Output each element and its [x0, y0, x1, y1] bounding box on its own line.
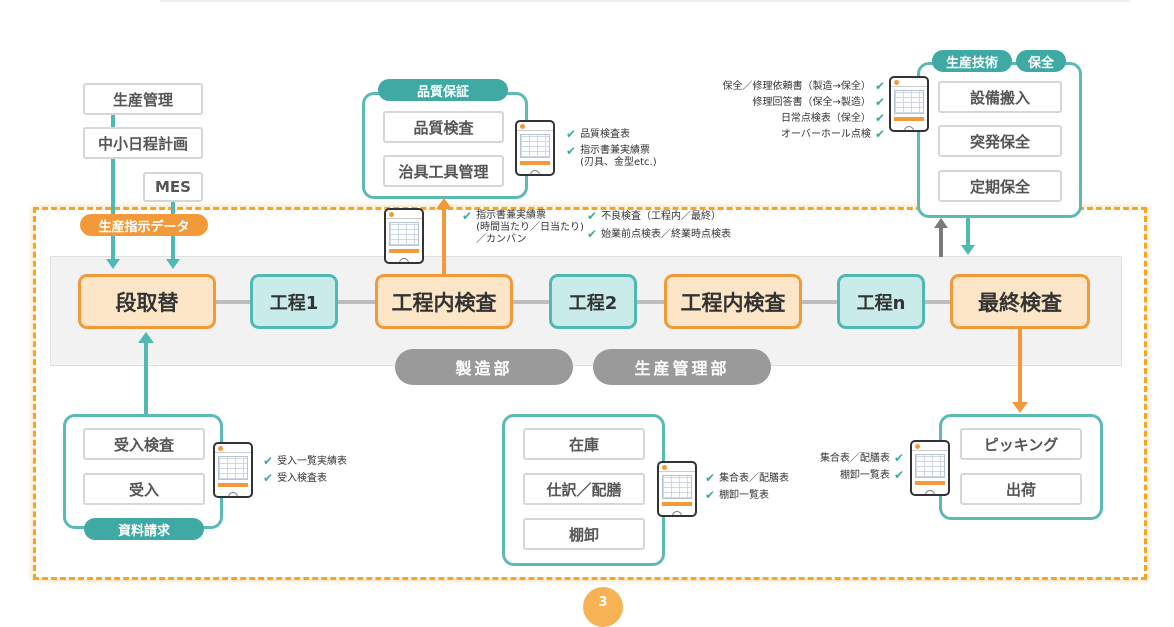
inspection-checklist: ✔不良検査（工程内／最終） ✔始業前点検表／終業時点検表	[587, 210, 747, 242]
check-icon: ✔	[263, 471, 274, 485]
production-management-box: 生産管理	[83, 83, 203, 115]
check-icon: ✔	[566, 144, 577, 158]
checklist-item: 不良検査（工程内／最終）	[601, 211, 722, 222]
checklist-item: 受入検査表	[277, 473, 328, 484]
inventory-checklist: ✔集合表／配膳表 ✔棚卸一覧表	[705, 472, 805, 503]
check-icon: ✔	[874, 127, 885, 141]
maintenance-title: 保全	[1016, 50, 1066, 72]
department-production-control: 生産管理部	[593, 349, 771, 385]
department-manufacturing: 製造部	[395, 349, 573, 385]
receiving-inspection-box: 受入検査	[83, 428, 205, 460]
picking-box: ピッキング	[960, 428, 1082, 460]
process-step-2: 工程2	[549, 274, 637, 329]
connector	[966, 218, 970, 246]
checklist-item: オーバーホール点検	[781, 129, 871, 140]
process-inline-inspection-1: 工程内検査	[375, 274, 513, 329]
tech-title: 生産技術	[932, 50, 1012, 72]
document-request-button[interactable]: 資料請求	[84, 518, 204, 540]
tech-checklist: 保全／修理依頼書（製造→保全）✔ 修理回答書（保全→製造）✔ 日常点検表（保全）…	[690, 80, 885, 142]
shipment-box: 出荷	[960, 473, 1082, 505]
check-icon: ✔	[263, 454, 274, 468]
check-icon: ✔	[893, 451, 904, 465]
connector	[111, 115, 115, 127]
connector	[939, 228, 943, 257]
check-icon: ✔	[874, 111, 885, 125]
jig-tool-box: 治具工具管理	[383, 155, 504, 187]
process-setup: 段取替	[78, 274, 216, 329]
quality-checklist: ✔品質検査表 ✔指示書兼実績票 (刃具、金型etc.)	[566, 128, 684, 169]
arrow-down-icon	[106, 259, 120, 269]
check-icon: ✔	[705, 471, 716, 485]
quality-inspection-box: 品質検査	[383, 111, 504, 143]
checklist-item: 受入一覧実績表	[277, 456, 348, 467]
instruction-checklist: ✔指示書兼実績票 (時間当たり／日当たり) ／カンバン	[462, 209, 584, 246]
sorting-box: 仕訳／配膳	[523, 473, 645, 505]
arrow-up-icon	[436, 198, 452, 209]
stock-box: 在庫	[523, 428, 645, 460]
connector	[1018, 329, 1022, 403]
tablet-icon	[213, 442, 253, 498]
process-inline-inspection-2: 工程内検査	[664, 274, 802, 329]
checklist-item: 棚卸一覧表	[719, 490, 770, 501]
tablet-icon	[384, 208, 424, 264]
arrow-up-icon	[138, 332, 154, 343]
arrow-down-icon	[961, 245, 975, 255]
checklist-item: 指示書兼実績票 (刃具、金型etc.)	[580, 145, 657, 168]
process-step-n: 工程n	[837, 274, 925, 329]
equipment-install-box: 設備搬入	[938, 81, 1062, 113]
tablet-icon	[515, 120, 555, 176]
page-number: 3	[583, 587, 623, 627]
checklist-item: 修理回答書（保全→製造）	[752, 97, 871, 108]
check-icon: ✔	[587, 209, 598, 223]
receiving-box: 受入	[83, 473, 205, 505]
connector	[442, 208, 446, 274]
check-icon: ✔	[893, 468, 904, 482]
arrow-down-icon	[1012, 402, 1028, 413]
checklist-item: 始業前点検表／終業時点検表	[601, 229, 732, 240]
regular-maintenance-box: 定期保全	[938, 170, 1062, 202]
tablet-icon	[889, 76, 929, 132]
check-icon: ✔	[566, 127, 577, 141]
mes-box: MES	[143, 172, 203, 202]
checklist-item: 日常点検表（保全）	[780, 113, 871, 124]
checklist-item: 集合表／配膳表	[719, 473, 790, 484]
production-instruction-label: 生産指示データ	[80, 214, 208, 236]
arrow-down-icon	[166, 259, 180, 269]
quality-title: 品質保証	[378, 79, 508, 101]
schedule-plan-box: 中小日程計画	[83, 127, 203, 159]
tablet-icon	[910, 440, 950, 496]
check-icon: ✔	[874, 95, 885, 109]
tablet-icon	[657, 461, 697, 517]
checklist-item: 品質検査表	[580, 129, 631, 140]
arrow-up-icon	[934, 218, 948, 228]
connector	[111, 159, 115, 259]
process-final-inspection: 最終検査	[950, 274, 1090, 329]
stocktaking-box: 棚卸	[523, 518, 645, 550]
process-step-1: 工程1	[250, 274, 338, 329]
shipping-checklist: 集合表／配膳表✔ 棚卸一覧表✔	[808, 452, 904, 483]
checklist-item: 棚卸一覧表	[839, 470, 890, 481]
factory-frame	[33, 207, 1147, 580]
checklist-item: 指示書兼実績票 (時間当たり／日当たり) ／カンバン	[476, 210, 584, 245]
check-icon: ✔	[587, 227, 598, 241]
receiving-checklist: ✔受入一覧実績表 ✔受入検査表	[263, 455, 373, 486]
check-icon: ✔	[705, 488, 716, 502]
connector	[144, 343, 148, 415]
sudden-maintenance-box: 突発保全	[938, 125, 1062, 157]
check-icon: ✔	[874, 79, 885, 93]
checklist-item: 集合表／配膳表	[819, 453, 890, 464]
top-divider	[160, 0, 1130, 2]
check-icon: ✔	[462, 209, 473, 223]
checklist-item: 保全／修理依頼書（製造→保全）	[722, 81, 871, 92]
